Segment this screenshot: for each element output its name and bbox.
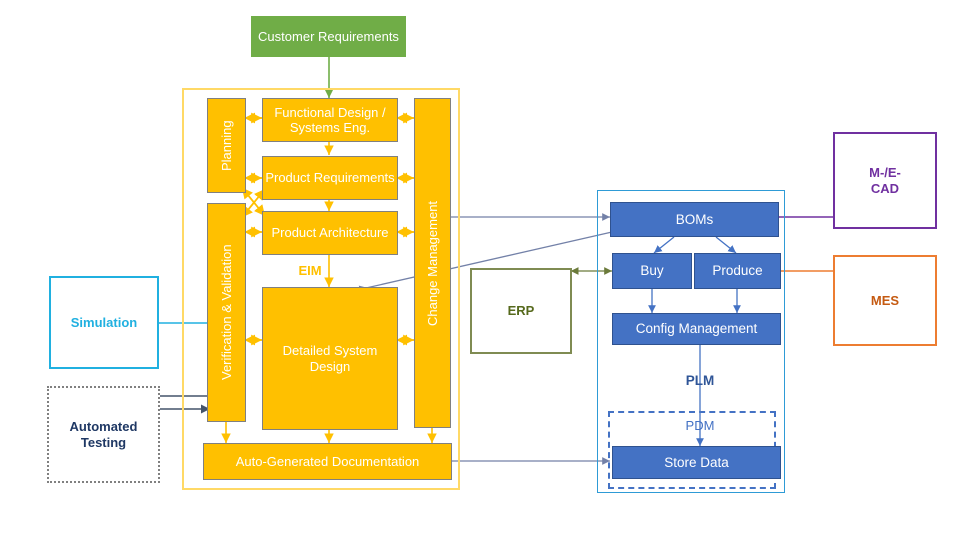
- detailed-system-design-label: Detailed System Design: [282, 343, 378, 374]
- product-architecture-label: Product Architecture: [271, 225, 389, 241]
- functional-design-box[interactable]: Functional Design / Systems Eng.: [262, 98, 398, 142]
- auto-generated-documentation-box[interactable]: Auto-Generated Documentation: [203, 443, 452, 480]
- detailed-system-design-box[interactable]: Detailed System Design: [262, 287, 398, 430]
- boms-label: BOMs: [675, 211, 714, 227]
- product-requirements-label: Product Requirements: [265, 170, 395, 186]
- simulation-label: Simulation: [70, 314, 138, 330]
- eim-label: EIM: [298, 263, 322, 278]
- change-management-box[interactable]: Change Management: [414, 98, 451, 428]
- customer-requirements-label: Customer Requirements: [258, 28, 399, 44]
- planning-label: Planning: [218, 120, 234, 171]
- store-data-label: Store Data: [664, 454, 729, 470]
- erp-box[interactable]: ERP: [470, 268, 572, 354]
- config-management-box[interactable]: Config Management: [612, 313, 781, 345]
- pdm-label: PDM: [685, 418, 715, 433]
- produce-label: Produce: [712, 263, 763, 279]
- eim-container: [182, 88, 460, 490]
- auto-generated-documentation-label: Auto-Generated Documentation: [235, 453, 420, 469]
- produce-box[interactable]: Produce: [694, 253, 781, 289]
- product-requirements-box[interactable]: Product Requirements: [262, 156, 398, 200]
- plm-label: PLM: [685, 373, 715, 388]
- buy-box[interactable]: Buy: [612, 253, 692, 289]
- automated-testing-box[interactable]: Automated Testing: [47, 386, 160, 483]
- automated-testing-label: Automated Testing: [69, 419, 138, 450]
- m-e-cad-line1: M-/E-: [869, 165, 901, 181]
- planning-box[interactable]: Planning: [207, 98, 246, 193]
- config-management-label: Config Management: [635, 321, 758, 337]
- change-management-label: Change Management: [424, 200, 440, 326]
- m-e-cad-box[interactable]: M-/E- CAD: [833, 132, 937, 229]
- buy-label: Buy: [640, 263, 664, 279]
- m-e-cad-label: M-/E- CAD: [869, 165, 901, 196]
- simulation-box[interactable]: Simulation: [49, 276, 159, 369]
- customer-requirements-box[interactable]: Customer Requirements: [251, 16, 406, 57]
- verification-validation-label: Verification & Validation: [218, 244, 234, 381]
- mes-label: MES: [870, 292, 900, 308]
- store-data-box[interactable]: Store Data: [612, 446, 781, 479]
- m-e-cad-line2: CAD: [870, 180, 900, 196]
- boms-box[interactable]: BOMs: [610, 202, 779, 237]
- verification-validation-box[interactable]: Verification & Validation: [207, 203, 246, 422]
- mes-box[interactable]: MES: [833, 255, 937, 346]
- erp-label: ERP: [507, 303, 535, 319]
- product-architecture-box[interactable]: Product Architecture: [262, 211, 398, 255]
- plm-container: [597, 190, 785, 493]
- functional-design-label: Functional Design / Systems Eng.: [274, 104, 386, 135]
